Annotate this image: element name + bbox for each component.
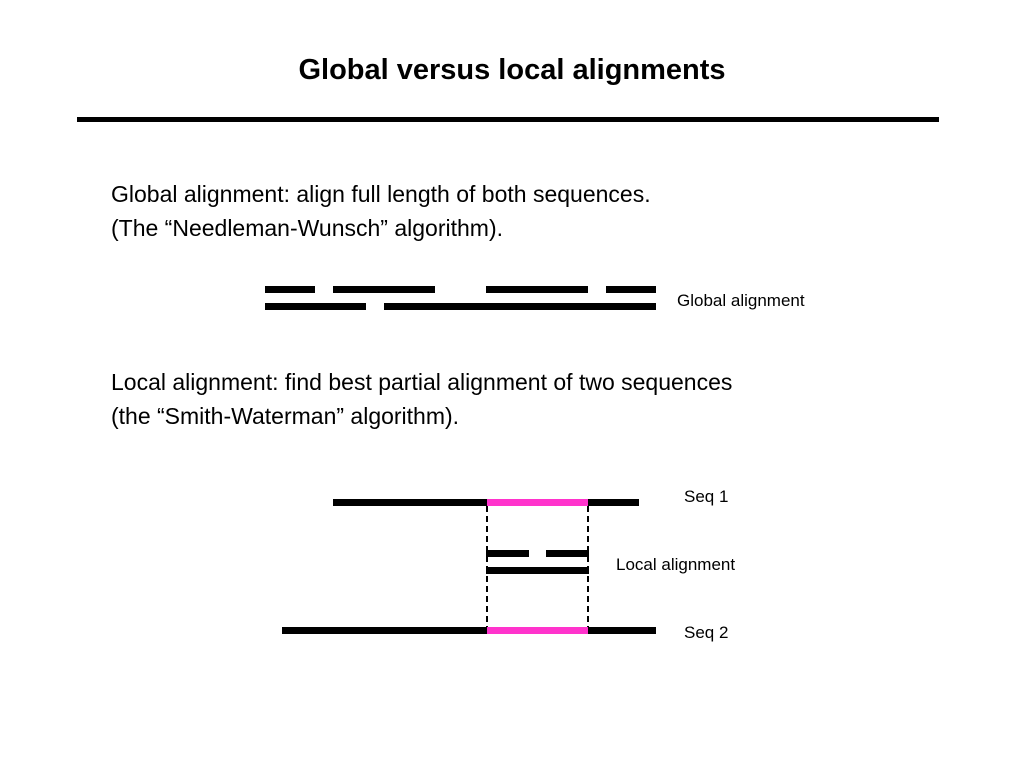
seq1-left-segment [333,499,487,506]
seq2-aligned-region [487,627,588,634]
global-alignment-description: Global alignment: align full length of b… [111,177,651,245]
global-sequence-top [265,286,656,293]
local-description-line-1: Local alignment: find best partial align… [111,369,733,395]
global-description-line-1: Global alignment: align full length of b… [111,181,651,207]
title-divider [77,117,939,122]
seq1-bar [333,499,639,506]
local-alignment-bars [486,550,589,574]
global-top-segment-1 [265,286,315,293]
global-top-segment-2 [333,286,435,293]
global-alignment-label: Global alignment [677,291,805,310]
local-alignment-diagram: Seq 1 Local alignment Seq 2 [282,487,735,642]
local-alignment-label: Local alignment [616,555,735,574]
local-top-segment-2 [546,550,589,557]
seq2-right-segment [588,627,656,634]
seq2-bar [282,627,656,634]
slide-title: Global versus local alignments [298,54,726,86]
global-top-segment-4 [606,286,656,293]
global-sequence-bottom [265,303,656,310]
global-bottom-segment-1 [265,303,366,310]
seq1-label: Seq 1 [684,487,728,506]
seq2-label: Seq 2 [684,623,728,642]
global-bottom-segment-2 [384,303,656,310]
seq2-left-segment [282,627,487,634]
alignment-guide-lines [486,506,589,628]
global-description-line-2: (The “Needleman-Wunsch” algorithm). [111,215,503,241]
local-description-line-2: (the “Smith-Waterman” algorithm). [111,403,460,429]
global-alignment-diagram: Global alignment [265,286,805,310]
local-top-segment-1 [486,550,529,557]
seq1-right-segment [588,499,639,506]
seq1-aligned-region [487,499,588,506]
local-alignment-description: Local alignment: find best partial align… [111,365,732,433]
local-bottom-segment [486,567,589,574]
global-top-segment-3 [486,286,588,293]
